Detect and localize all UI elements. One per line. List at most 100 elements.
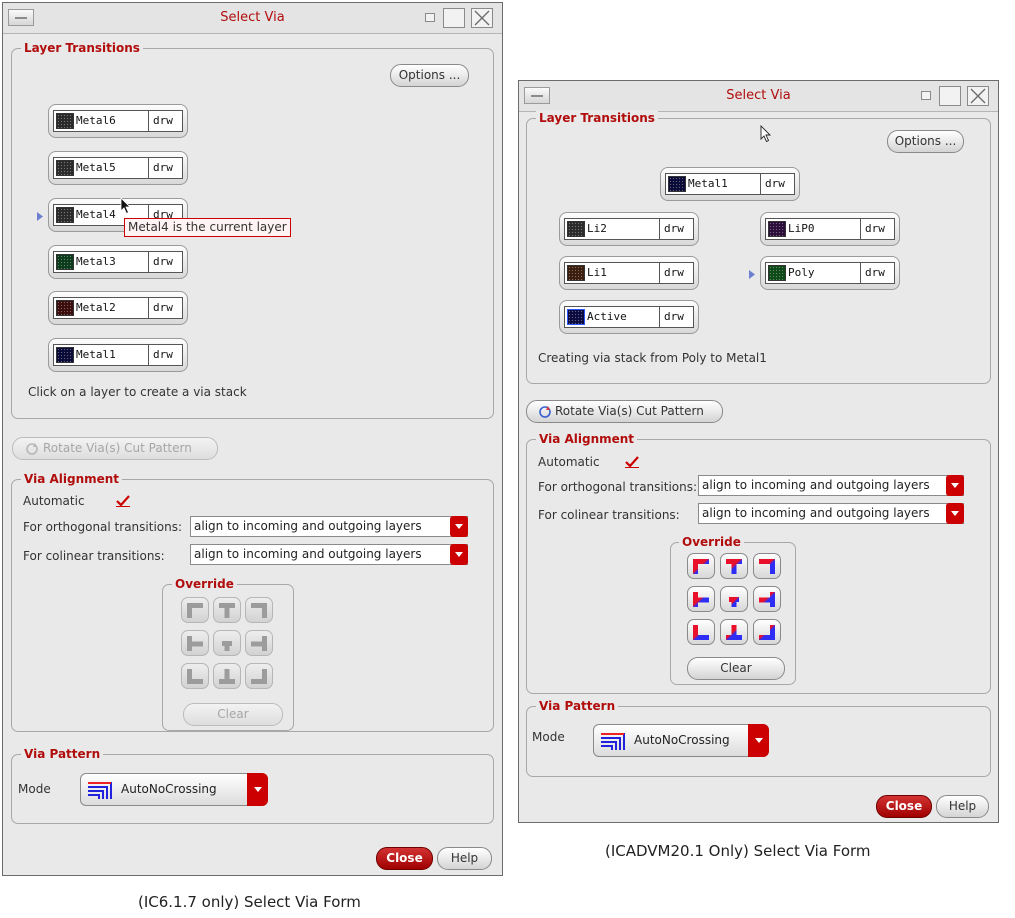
mode-dropdown[interactable]: AutoNoCrossing (593, 724, 769, 757)
clear-button[interactable]: Clear (183, 703, 283, 726)
colinear-dropdown[interactable]: align to incoming and outgoing layers (190, 544, 468, 565)
layer-name: Metal4 (76, 208, 116, 221)
rotate-label: Rotate Via(s) Cut Pattern (43, 441, 192, 455)
override-mid-left-button[interactable] (181, 630, 209, 656)
override-bottom-center-button[interactable] (720, 619, 748, 645)
close-button[interactable]: Close (376, 847, 433, 870)
chevron-down-icon (450, 516, 468, 537)
layer-name: Metal5 (76, 161, 116, 174)
caption-ic617: (IC6.1.7 only) Select Via Form (138, 893, 361, 911)
minimize-icon[interactable] (425, 13, 435, 22)
select-via-window-icadvm201: Select Via Layer Transitions Options ...… (518, 80, 999, 823)
override-bottom-center-button[interactable] (213, 663, 241, 689)
layer-name: Active (587, 310, 627, 323)
close-x-icon[interactable] (967, 86, 989, 106)
override-mid-right-button[interactable] (753, 586, 781, 612)
override-bottom-right-icon (759, 625, 775, 640)
title-bar[interactable]: Select Via (519, 81, 998, 112)
orthogonal-dropdown[interactable]: align to incoming and outgoing layers (698, 475, 964, 496)
mode-dropdown[interactable]: AutoNoCrossing (80, 773, 268, 806)
colinear-value: align to incoming and outgoing layers (702, 506, 930, 520)
options-button[interactable]: Options ... (887, 130, 964, 153)
layer-swatch (668, 176, 686, 192)
override-mid-right-icon (759, 592, 775, 607)
override-top-left-button[interactable] (181, 597, 209, 623)
override-top-right-button[interactable] (753, 553, 781, 579)
layer-purpose: drw (865, 266, 885, 279)
maximize-icon[interactable] (939, 86, 961, 106)
options-button[interactable]: Options ... (390, 64, 469, 87)
check-icon[interactable] (625, 456, 639, 468)
layer-poly[interactable]: Poly drw (760, 256, 900, 290)
override-mid-right-button[interactable] (245, 630, 273, 656)
layer-lip0[interactable]: LiP0 drw (760, 212, 900, 246)
override-center-button[interactable] (213, 630, 241, 656)
chevron-down-icon (946, 475, 964, 496)
close-button[interactable]: Close (876, 795, 932, 818)
override-bottom-right-button[interactable] (245, 663, 273, 689)
window-menu-icon[interactable] (8, 9, 34, 26)
via-pattern-label: Via Pattern (21, 746, 104, 762)
layer-purpose: drw (153, 255, 173, 268)
override-center-button[interactable] (720, 586, 748, 612)
caption-icadvm201: (ICADVM20.1 Only) Select Via Form (605, 842, 871, 860)
override-top-left-button[interactable] (687, 553, 715, 579)
override-top-left-icon (187, 603, 203, 618)
chevron-down-icon (748, 724, 769, 757)
layer-name: LiP0 (788, 222, 815, 235)
via-alignment-group: Via Alignment Automatic For orthogonal t… (526, 431, 991, 694)
help-button[interactable]: Help (437, 847, 492, 870)
override-bottom-right-button[interactable] (753, 619, 781, 645)
layer-purpose: drw (664, 222, 684, 235)
override-bottom-left-button[interactable] (687, 619, 715, 645)
close-x-icon[interactable] (471, 8, 493, 28)
layer-purpose: drw (865, 222, 885, 235)
layer-active[interactable]: Active drw (559, 300, 699, 334)
check-icon[interactable] (116, 495, 130, 507)
automatic-label: Automatic (538, 455, 600, 469)
rotate-label: Rotate Via(s) Cut Pattern (555, 404, 704, 418)
clear-button[interactable]: Clear (687, 657, 785, 680)
layer-name: Metal2 (76, 301, 116, 314)
override-top-right-icon (759, 559, 775, 574)
override-bottom-center-icon (219, 669, 235, 684)
override-mid-left-icon (187, 636, 203, 651)
rotate-cut-pattern-button[interactable]: Rotate Via(s) Cut Pattern (526, 400, 723, 423)
override-mid-left-button[interactable] (687, 586, 715, 612)
orthogonal-label: For orthogonal transitions: (538, 480, 698, 494)
orthogonal-dropdown[interactable]: align to incoming and outgoing layers (190, 516, 468, 537)
rotate-icon (26, 443, 38, 455)
override-bottom-left-button[interactable] (181, 663, 209, 689)
title-bar[interactable]: Select Via (3, 3, 502, 34)
via-pattern-label: Via Pattern (536, 698, 619, 714)
window-menu-icon[interactable] (524, 87, 550, 104)
layer-swatch (56, 347, 74, 363)
minimize-icon[interactable] (921, 91, 931, 100)
override-top-center-icon (726, 559, 742, 574)
rotate-cut-pattern-button[interactable]: Rotate Via(s) Cut Pattern (12, 437, 218, 460)
current-layer-arrow-icon (37, 212, 43, 221)
layer-purpose: drw (664, 310, 684, 323)
override-top-center-button[interactable] (213, 597, 241, 623)
layer-swatch (567, 309, 585, 325)
maximize-icon[interactable] (443, 8, 465, 28)
override-top-center-button[interactable] (720, 553, 748, 579)
current-layer-arrow-icon (749, 270, 755, 279)
layer-name: Metal6 (76, 114, 116, 127)
layer-purpose: drw (765, 177, 785, 190)
layer-name: Poly (788, 266, 815, 279)
override-top-right-button[interactable] (245, 597, 273, 623)
layer-swatch (567, 265, 585, 281)
colinear-dropdown[interactable]: align to incoming and outgoing layers (698, 503, 964, 524)
help-button[interactable]: Help (936, 795, 989, 818)
